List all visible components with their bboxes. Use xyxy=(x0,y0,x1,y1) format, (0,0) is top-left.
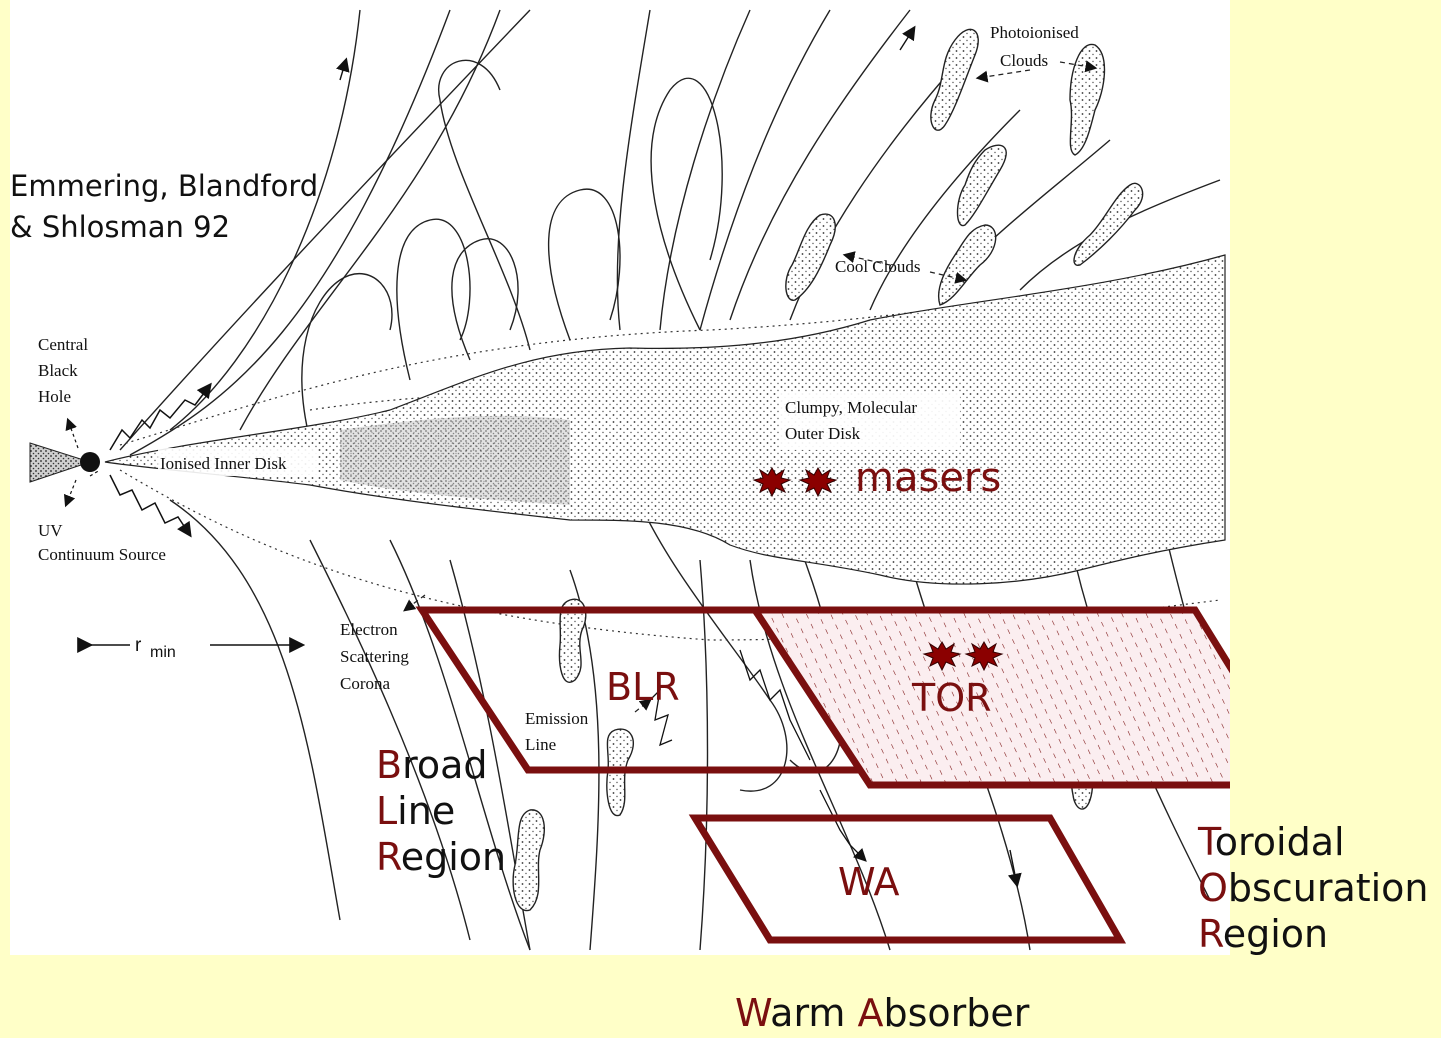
blr-legend-line-2: Line xyxy=(376,788,506,834)
blr-legend-line-1: Broad xyxy=(376,742,506,788)
tor-label: TOR xyxy=(912,676,992,720)
corona-label-2: Scattering xyxy=(340,647,409,666)
blr-label: BLR xyxy=(606,665,680,709)
tor-legend-rest-1: oroidal xyxy=(1215,820,1345,864)
wa-label: WA xyxy=(838,860,900,904)
tor-legend-rest-3: egion xyxy=(1223,912,1328,956)
central-label-1: Central xyxy=(38,335,88,354)
wa-legend: Warm Absorber xyxy=(735,990,1029,1036)
tor-legend-rest-2: bscuration xyxy=(1228,866,1429,910)
emission-label-2: Line xyxy=(525,735,556,754)
masers-label: masers xyxy=(855,455,1001,501)
photo-label-1: Photoionised xyxy=(990,23,1079,42)
tor-legend: Toroidal Obscuration Region xyxy=(1198,819,1429,957)
molecular-label-1: Clumpy, Molecular xyxy=(785,398,917,417)
r-min-subscript: min xyxy=(150,644,176,661)
corona-label-3: Corona xyxy=(340,674,391,693)
blr-legend-rest-2: ine xyxy=(397,789,455,833)
molecular-label-2: Outer Disk xyxy=(785,424,861,443)
blr-legend-initial-2: L xyxy=(376,789,397,833)
tor-legend-initial-1: T xyxy=(1198,820,1215,864)
blr-legend-initial-1: B xyxy=(376,743,402,787)
uv-label-2: Continuum Source xyxy=(38,545,166,564)
inner-disk-label: Ionised Inner Disk xyxy=(160,454,287,473)
tor-legend-initial-3: R xyxy=(1198,912,1223,956)
central-label-3: Hole xyxy=(38,387,71,406)
wa-legend-rest-1: arm xyxy=(770,991,857,1035)
citation-line-2: & Shlosman 92 xyxy=(10,207,230,248)
wa-legend-initial-1: W xyxy=(735,991,770,1035)
blr-legend-rest-1: road xyxy=(402,743,487,787)
disk-wind-drawing: Central Black Hole Ionised Inner Disk UV… xyxy=(10,0,1230,955)
black-hole xyxy=(80,452,100,472)
wa-legend-initial-2: A xyxy=(858,991,884,1035)
tor-legend-line-2: Obscuration xyxy=(1198,865,1429,911)
uv-label-1: UV xyxy=(38,521,63,540)
accretion-disk xyxy=(105,255,1225,584)
r-min-label: r xyxy=(135,635,142,656)
blr-legend: Broad Line Region xyxy=(376,742,506,880)
blr-legend-initial-3: R xyxy=(376,835,401,879)
blr-legend-rest-3: egion xyxy=(401,835,506,879)
central-label-2: Black xyxy=(38,361,78,380)
emission-label-1: Emission xyxy=(525,709,589,728)
corona-label-1: Electron xyxy=(340,620,398,639)
wa-region xyxy=(695,818,1120,940)
blr-legend-line-3: Region xyxy=(376,834,506,880)
tor-legend-initial-2: O xyxy=(1198,866,1228,910)
tor-legend-line-1: Toroidal xyxy=(1198,819,1429,865)
wa-legend-rest-2: bsorber xyxy=(884,991,1030,1035)
cool-clouds-label: Cool Clouds xyxy=(835,257,921,276)
citation-line-1: Emmering, Blandford xyxy=(10,166,318,207)
tor-region xyxy=(755,610,1230,785)
region-overlays xyxy=(422,610,1230,940)
tor-legend-line-3: Region xyxy=(1198,911,1429,957)
disk-wind-figure: Central Black Hole Ionised Inner Disk UV… xyxy=(10,0,1230,955)
photo-label-2: Clouds xyxy=(1000,51,1048,70)
